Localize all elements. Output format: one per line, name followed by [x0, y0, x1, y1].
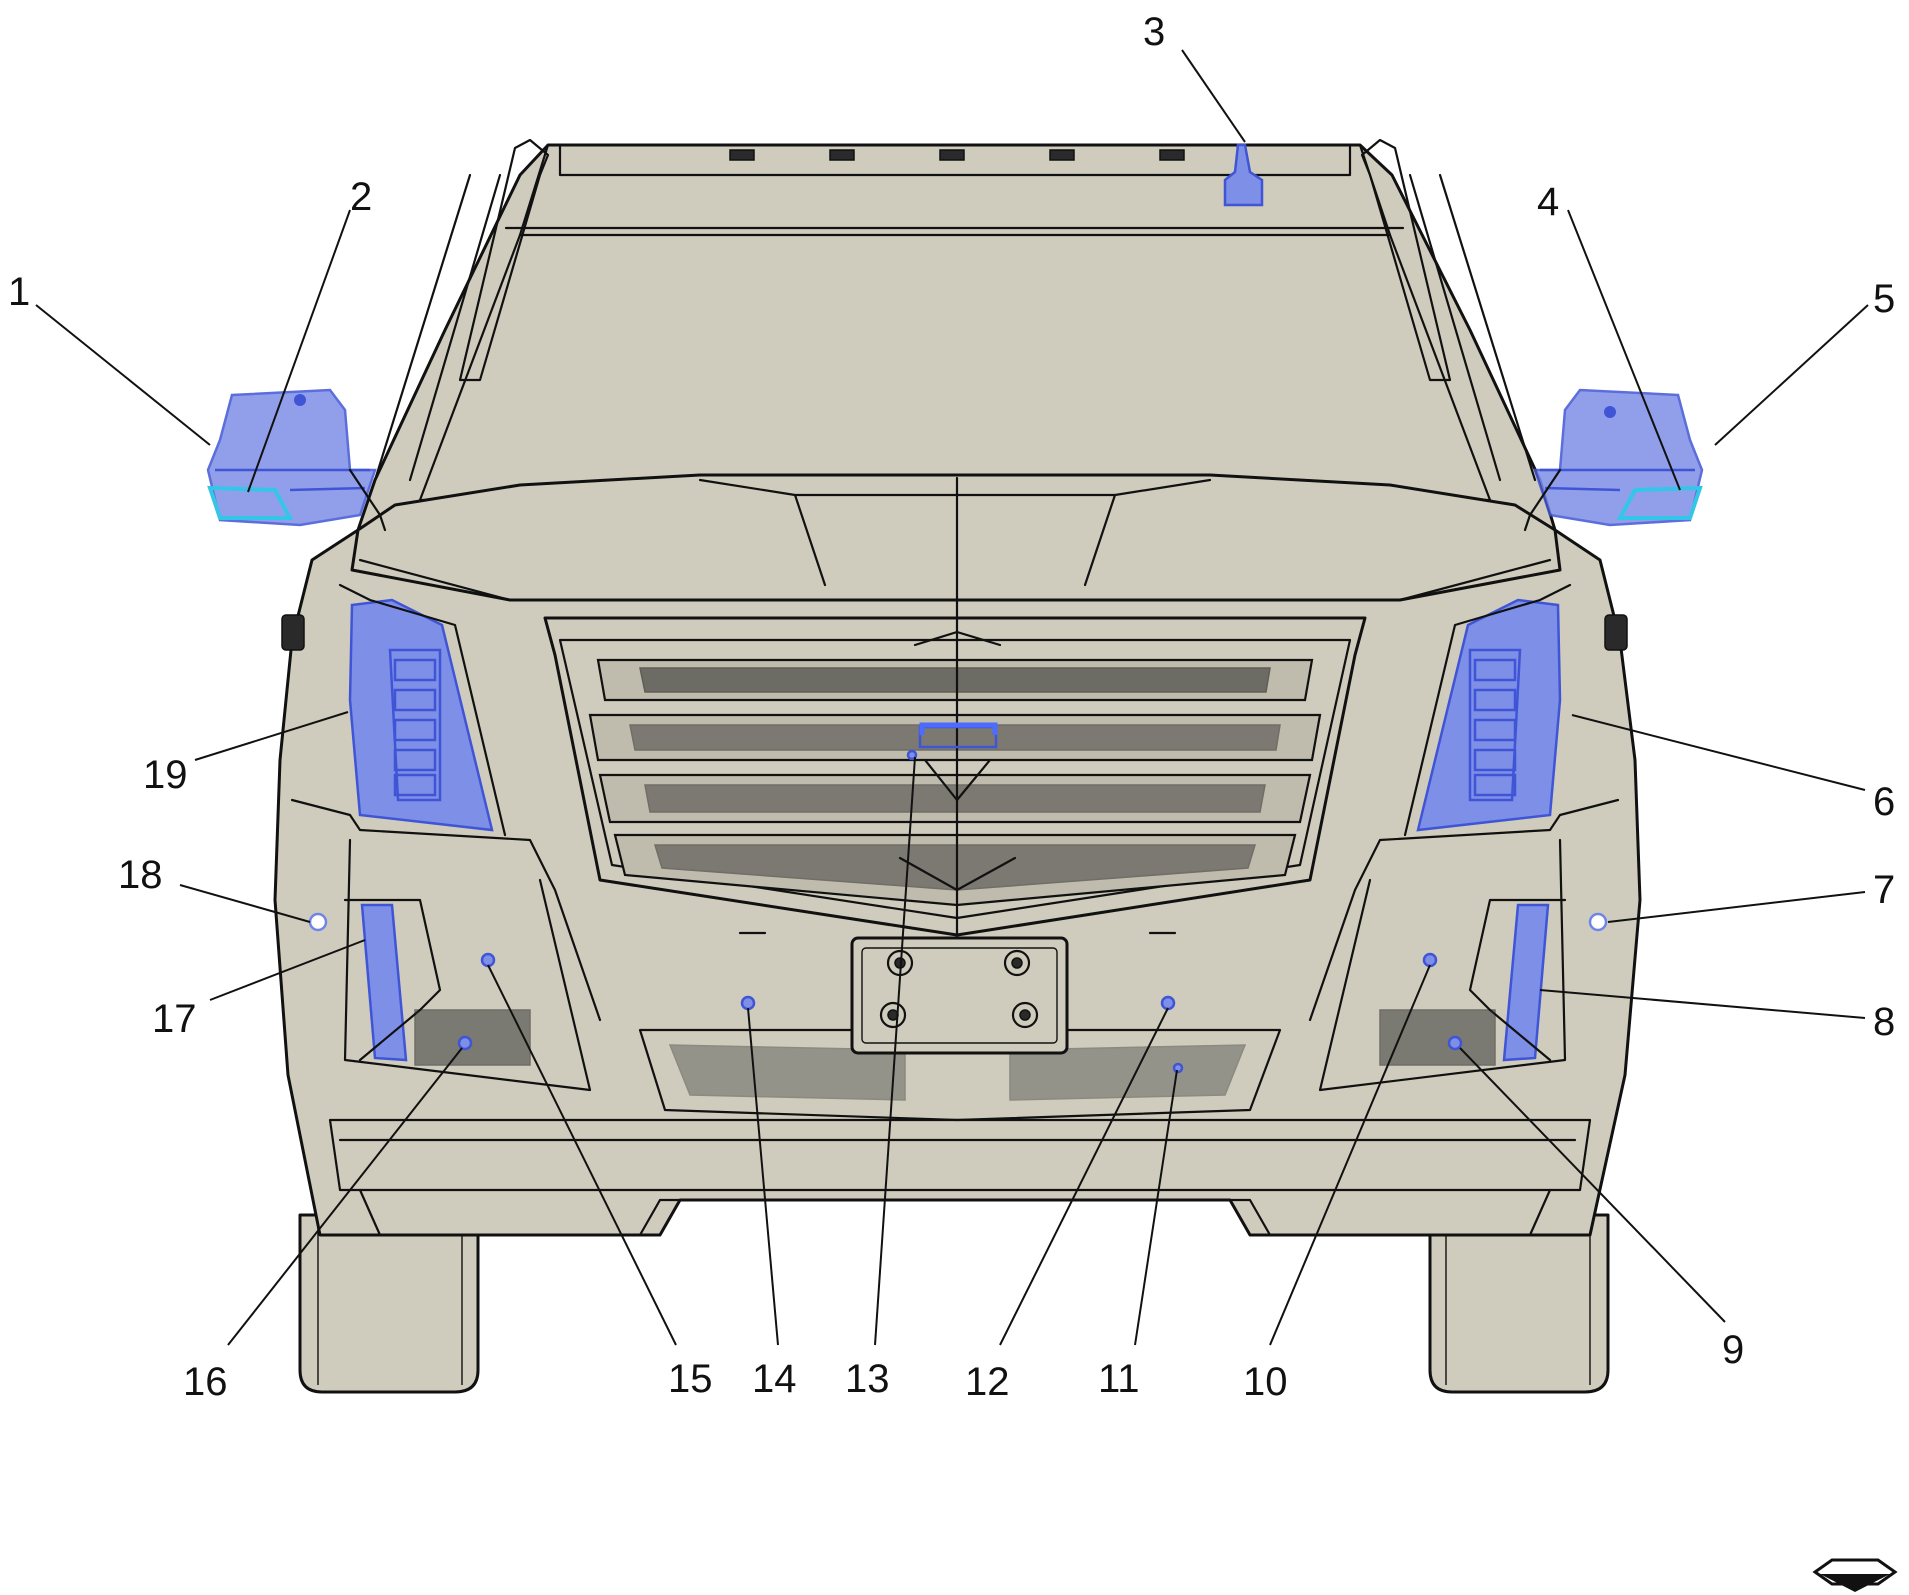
- sensor-12: [1160, 995, 1176, 1011]
- sensor-9: [1447, 1035, 1463, 1051]
- right-tire: [1428, 1213, 1610, 1394]
- front-arrow-icon: [1812, 1558, 1898, 1592]
- sensor-11: [1172, 1062, 1184, 1074]
- front-fascia: [290, 798, 1620, 1237]
- sensor-16: [457, 1035, 473, 1051]
- callout-15: 15: [668, 1357, 713, 1401]
- sensor-15: [480, 952, 496, 968]
- callout-14: 14: [752, 1357, 797, 1401]
- left-drl-bar: [360, 903, 408, 1062]
- callout-5: 5: [1873, 277, 1895, 321]
- right-mirror: [1523, 388, 1704, 532]
- sensor-18: [308, 912, 328, 932]
- left-headlamp: [338, 583, 507, 837]
- callout-12: 12: [965, 1360, 1010, 1404]
- callout-18: 18: [118, 853, 163, 897]
- callout-4: 4: [1537, 180, 1559, 224]
- callout-10: 10: [1243, 1360, 1288, 1404]
- callout-1: 1: [8, 270, 30, 314]
- callout-2: 2: [350, 175, 372, 219]
- right-headlamp: [1403, 583, 1572, 837]
- left-side-marker: [281, 614, 305, 651]
- callout-labels: 1 2 3 4 5 6 7 8 9 10 11 12 13 14 15 16 1…: [8, 10, 1895, 1404]
- callout-7: 7: [1873, 868, 1895, 912]
- callout-3: 3: [1143, 10, 1165, 54]
- leader-lines: [35, 49, 1869, 1346]
- callout-11: 11: [1098, 1357, 1140, 1401]
- sensor-14: [740, 995, 756, 1011]
- grille: [543, 598, 1367, 937]
- callout-13: 13: [845, 1357, 890, 1401]
- right-side-marker: [1604, 614, 1628, 651]
- license-plate-bracket: [850, 936, 1069, 1055]
- callout-8: 8: [1873, 1000, 1895, 1044]
- callout-17: 17: [152, 997, 197, 1041]
- hood: [350, 473, 1562, 602]
- right-drl-bar: [1502, 903, 1550, 1062]
- callout-16: 16: [183, 1360, 228, 1404]
- callout-9: 9: [1722, 1328, 1744, 1372]
- left-mirror: [206, 388, 387, 532]
- roof-antenna: [1223, 143, 1264, 207]
- callout-6: 6: [1873, 780, 1895, 824]
- callout-19: 19: [143, 753, 188, 797]
- sensor-7: [1588, 912, 1608, 932]
- sensor-10: [1422, 952, 1438, 968]
- left-tire: [298, 1213, 480, 1394]
